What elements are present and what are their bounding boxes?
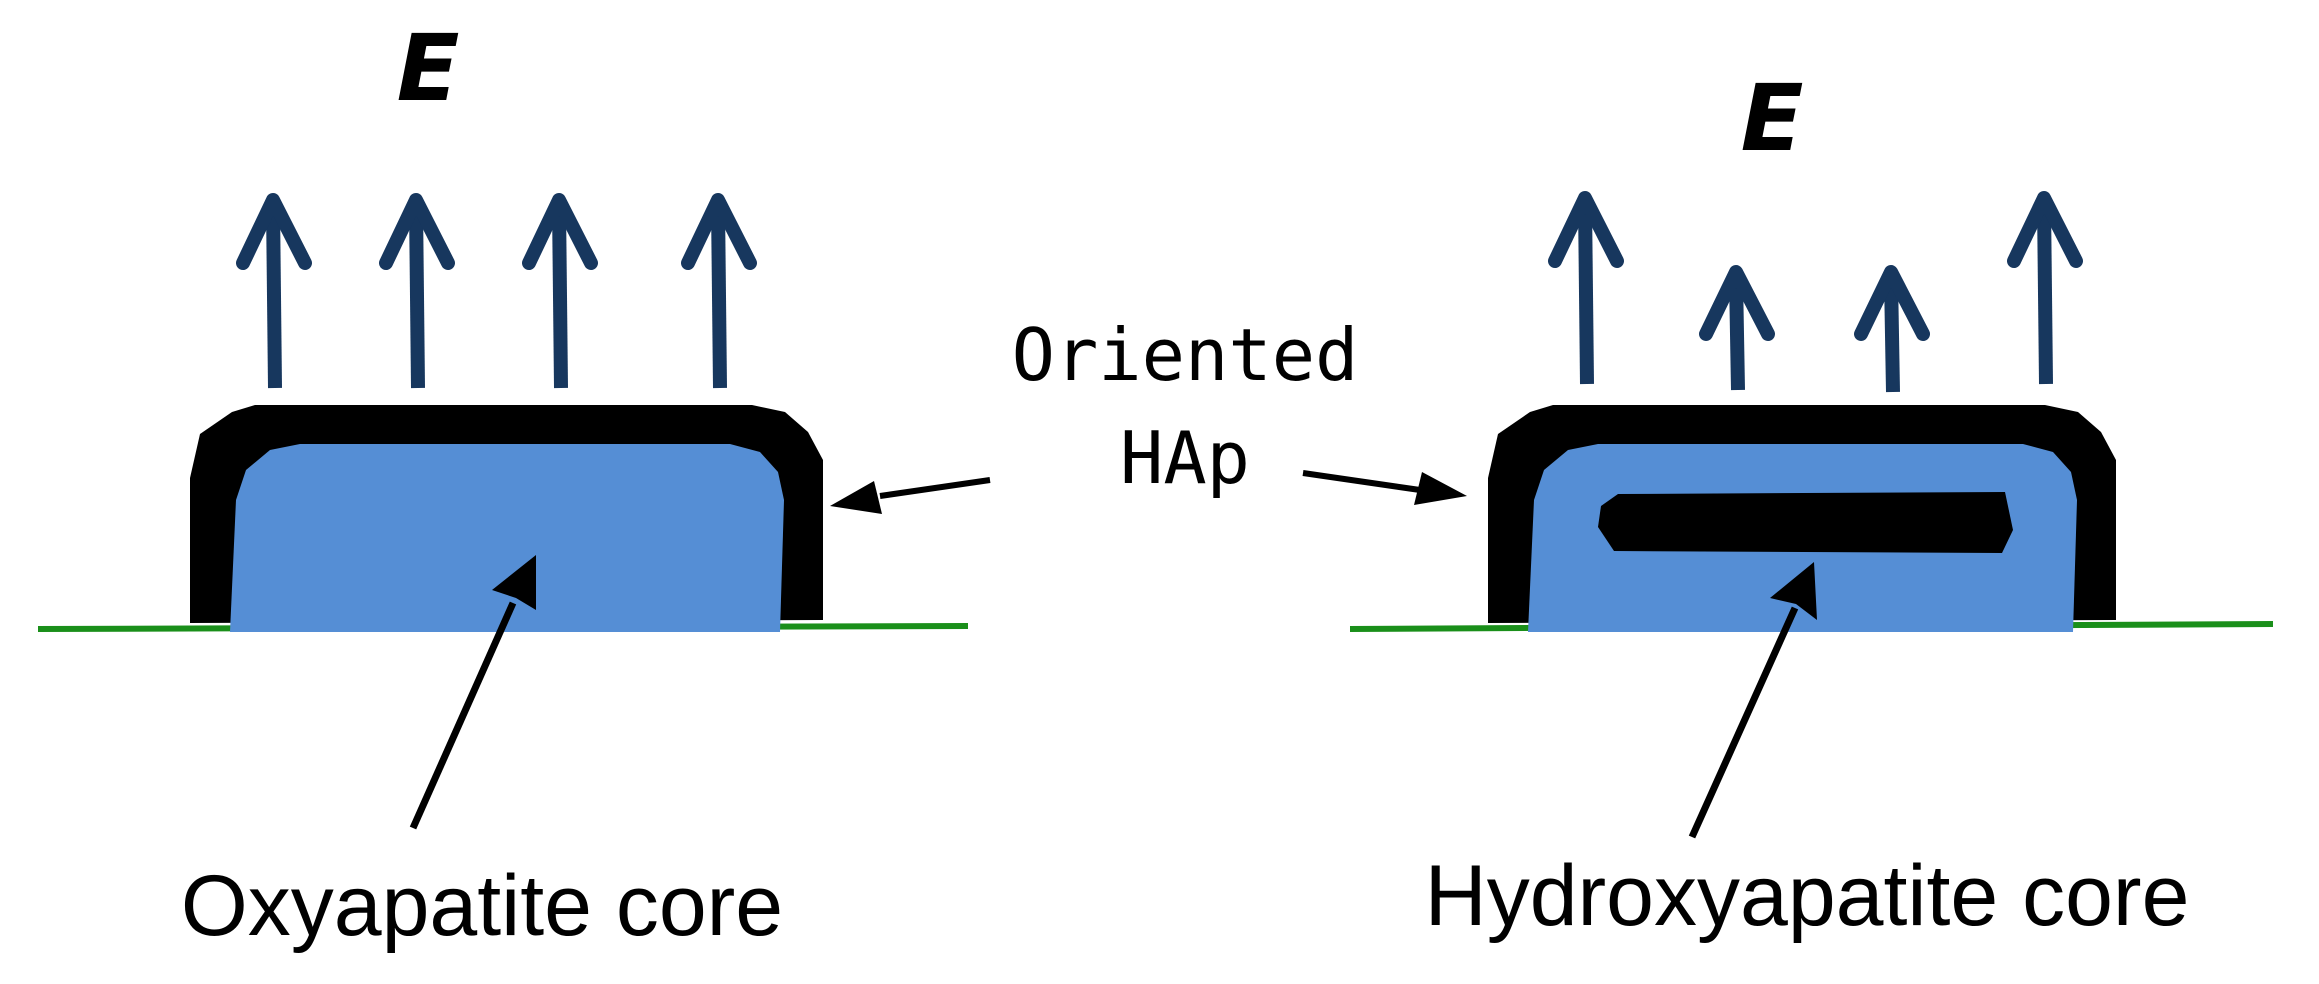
core-label-left: Oxyapatite core <box>181 858 783 954</box>
hap-pointer-right <box>1302 470 1421 493</box>
field-arrow-short <box>1854 265 1930 393</box>
field-arrow-short <box>1699 265 1775 391</box>
left-panel: E Oxyapatite core <box>37 15 969 954</box>
core-label-right: Hydroxyapatite core <box>1425 848 2190 944</box>
field-label-left: E <box>397 15 460 122</box>
hap-pointer-left <box>879 477 991 499</box>
core-dark-band <box>1598 492 2013 553</box>
hap-pointer-left-head <box>830 481 882 514</box>
core-pointer-right <box>1688 562 1817 839</box>
field-arrow <box>236 193 312 389</box>
field-arrow <box>522 193 598 389</box>
right-panel: E Hydroxyapatite core <box>1349 65 2274 944</box>
core-pointer-left <box>409 555 536 830</box>
oriented-label: Oriented <box>1012 313 1359 397</box>
field-arrows-left <box>236 193 757 389</box>
field-arrows-right <box>1548 191 2083 393</box>
hap-label: HAp <box>1120 416 1250 500</box>
field-arrow <box>1548 191 1624 385</box>
oriented-hap-callout: Oriented HAp <box>830 313 1467 514</box>
field-arrow <box>681 193 757 389</box>
hap-pointer-right-head <box>1414 472 1467 505</box>
oxyapatite-core <box>230 444 784 632</box>
field-arrow <box>379 193 455 389</box>
field-label-right: E <box>1741 65 1804 172</box>
field-arrow <box>2007 191 2083 385</box>
